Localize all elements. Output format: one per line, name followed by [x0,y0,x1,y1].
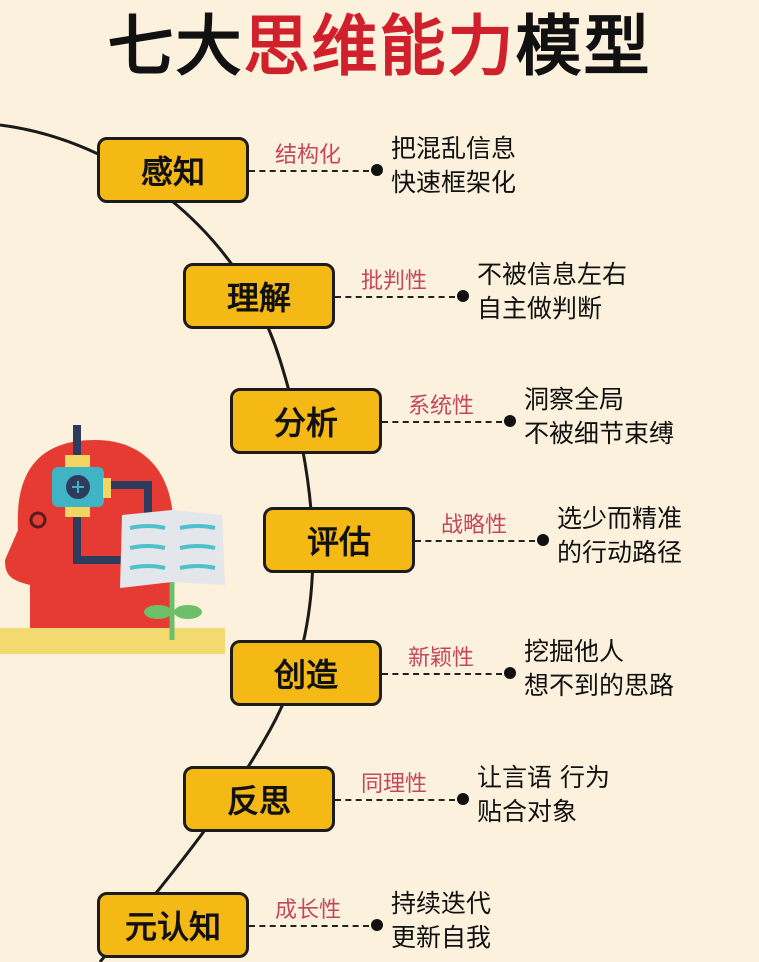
bullet-dot [457,793,469,805]
dashed-connector [382,421,502,423]
dashed-connector [249,925,369,927]
bullet-dot [537,534,549,546]
description-line-1: 不被信息左右 [477,260,628,289]
description-line-2: 想不到的思路 [524,671,675,700]
stage-box: 元认知 [97,892,249,958]
description-line-2: 更新自我 [391,923,492,952]
stage-description: 持续迭代更新自我 [391,887,491,955]
dashed-connector [335,296,455,298]
bullet-dot [371,919,383,931]
dashed-connector [335,799,455,801]
title-accent: 思维能力 [243,8,516,85]
trait-label: 系统性 [408,394,475,419]
bullet-dot [504,667,516,679]
stage-description: 挖掘他人想不到的思路 [524,635,674,703]
trait-label: 同理性 [361,772,428,797]
stage-name: 创造 [273,656,338,694]
page-title: 七大思维能力模型 [0,2,759,92]
dashed-connector [249,170,369,172]
stage-description: 选少而精准的行动路径 [557,502,682,570]
trait-label: 战略性 [441,513,508,538]
description-line-1: 把混乱信息 [391,134,517,163]
stage-name: 评估 [306,523,371,561]
title-part-3: 模型 [515,8,652,85]
stage-box: 感知 [97,137,249,203]
description-line-1: 选少而精准 [557,504,683,533]
description-line-1: 挖掘他人 [524,637,625,666]
trait-label: 批判性 [361,269,428,294]
stage-name: 分析 [273,404,338,442]
dashed-connector [415,540,535,542]
title-part-1: 七大 [107,8,244,85]
trait-label: 结构化 [275,143,342,168]
stage-name: 元认知 [124,908,221,946]
stage-name: 感知 [140,153,205,191]
stage-box: 评估 [263,507,415,573]
stage-description: 洞察全局不被细节束缚 [524,383,674,451]
stage-name: 理解 [226,279,291,317]
stage-description: 不被信息左右自主做判断 [477,258,627,326]
stage-box: 创造 [230,640,382,706]
description-line-1: 持续迭代 [391,889,492,918]
head-with-headphones-book-plant-icon [0,425,225,654]
description-line-1: 让言语 行为 [477,763,610,792]
description-line-2: 快速框架化 [391,168,517,197]
description-line-2: 不被细节束缚 [524,419,675,448]
trait-label: 新颖性 [408,646,475,671]
bullet-dot [457,290,469,302]
bullet-dot [504,415,516,427]
stage-name: 反思 [226,782,291,820]
description-line-2: 自主做判断 [477,294,603,323]
stage-box: 分析 [230,388,382,454]
stage-description: 把混乱信息快速框架化 [391,132,516,200]
bullet-dot [371,164,383,176]
description-line-2: 贴合对象 [477,797,578,826]
description-line-1: 洞察全局 [524,385,625,414]
trait-label: 成长性 [275,898,342,923]
stage-description: 让言语 行为贴合对象 [477,761,610,829]
description-line-2: 的行动路径 [557,538,683,567]
dashed-connector [382,673,502,675]
stage-box: 理解 [183,263,335,329]
stage-box: 反思 [183,766,335,832]
